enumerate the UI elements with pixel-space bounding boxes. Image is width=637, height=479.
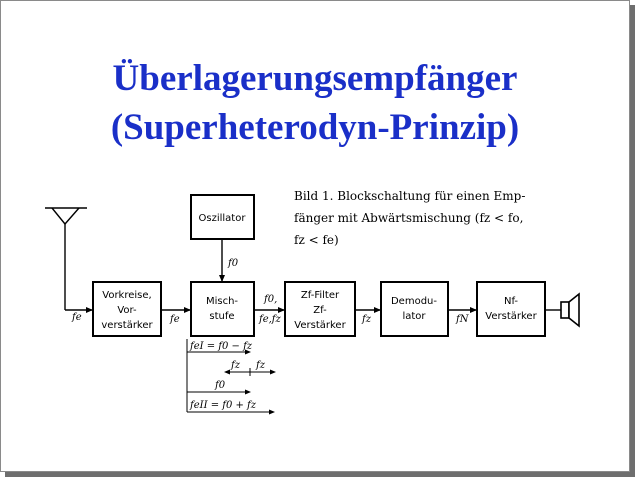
equation-feI: feI = f0 − fz [189,341,253,352]
arrowhead [219,275,225,282]
signal-label-f0-bottom: f0 [214,380,226,391]
equation-feII: feII = f0 + fz [189,400,257,411]
block-mischstufe [190,281,255,337]
signal-label-fe-antenna: fe [71,312,82,323]
block-zf-label-1: Zf-Filter [301,290,340,301]
arrowhead [374,307,381,313]
block-zf-label-3: Verstärker [294,320,346,331]
signal-label-fz-right: fz [255,360,266,371]
signal-label-f0-out: f0, [263,294,277,305]
block-nf-label-2: Verstärker [485,311,537,322]
arrowhead [278,307,285,313]
caption-line2: fänger mit Abwärtsmischung (fz < fo, [294,211,523,225]
block-vorkreise [92,281,162,337]
signal-label-fe: fe [169,314,180,325]
speaker-icon [560,292,580,328]
caption-line3: fz < fe) [294,233,339,247]
block-demod-label-1: Demodu- [391,296,437,307]
slide-title-line1: Überlagerungsempfänger [112,58,518,99]
block-oszillator-label: Oszillator [199,213,247,224]
frequency-relations [186,339,276,415]
block-demod-label-2: lator [402,311,426,322]
block-vorkreise-label-2: Vor- [117,305,137,316]
signal-label-fN: fN [455,314,470,325]
block-vorkreise-label-3: verstärker [101,320,153,331]
signal-label-f0: f0 [227,258,239,269]
block-vorkreise-label-1: Vorkreise, [102,290,151,301]
block-nf-label-1: Nf- [504,296,518,307]
block-mischstufe-label-1: Misch- [206,296,238,307]
caption-line1: Bild 1. Blockschaltung für einen Emp- [294,189,525,203]
block-zf-label-2: Zf- [313,305,327,316]
antenna-icon [45,207,93,313]
block-mischstufe-label-2: stufe [209,311,234,322]
slide-title-line2: (Superheterodyn-Prinzip) [110,107,520,148]
block-zf-filter [284,281,356,337]
signal-label-fz-left: fz [230,360,241,371]
block-demodulator [380,281,449,337]
arrowhead [184,307,191,313]
signal-label-fe-fz: fe,fz [258,314,281,325]
signal-label-fz: fz [361,314,372,325]
arrowhead [470,307,477,313]
slide-frame: Überlagerungsempfänger (Superheterodyn-P… [0,0,630,472]
block-nf-verstaerker [476,281,546,337]
